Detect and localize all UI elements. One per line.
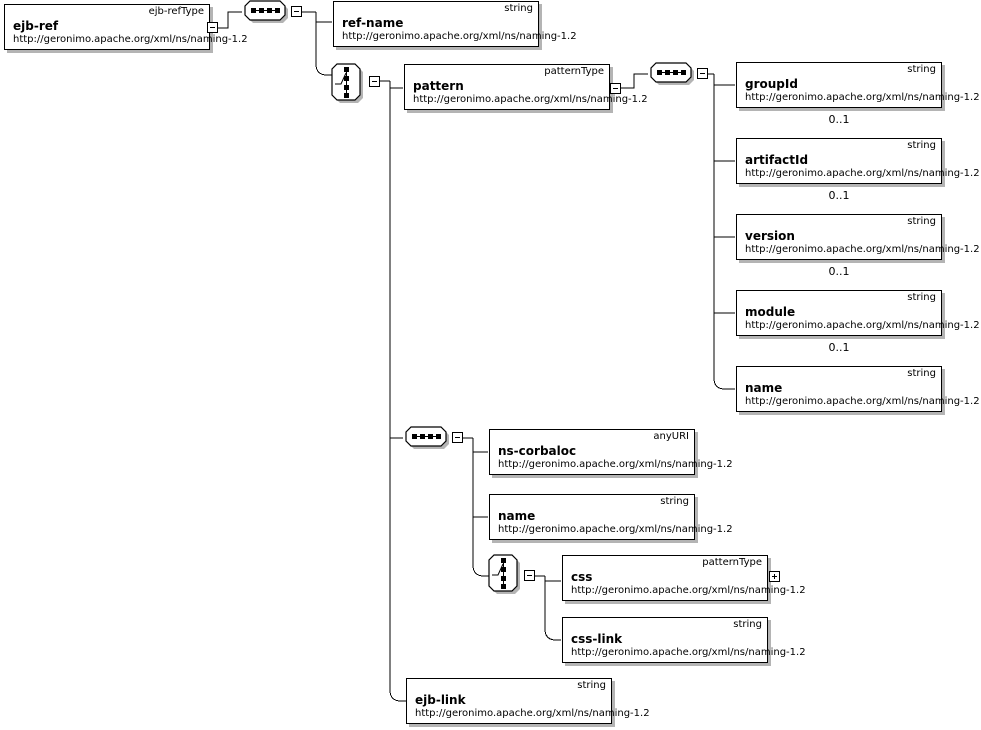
- element-name-label: module: [745, 305, 796, 319]
- element-name-label: name: [498, 509, 536, 523]
- element-type-label: string: [907, 140, 936, 151]
- element-type-label: patternType: [544, 66, 604, 77]
- element-type-label: string: [660, 496, 689, 507]
- minus-expander-sequence-pattern[interactable]: [697, 68, 708, 79]
- sequence-compositor-root[interactable]: [243, 0, 290, 25]
- element-box-ns-corbaloc[interactable]: anyURI ns-corbaloc http://geronimo.apach…: [489, 429, 733, 475]
- element-name-label: version: [745, 229, 795, 243]
- cardinality-version: 0..1: [828, 265, 850, 278]
- element-type-label: anyURI: [653, 431, 689, 442]
- element-namespace-label: http://geronimo.apache.org/xml/ns/naming…: [415, 708, 650, 719]
- cardinality-module: 0..1: [828, 341, 850, 354]
- element-box-css[interactable]: patternType css http://geronimo.apache.o…: [562, 555, 806, 601]
- element-box-ref-name[interactable]: string ref-name http://geronimo.apache.o…: [333, 1, 577, 47]
- choice-compositor-main[interactable]: [331, 62, 364, 105]
- element-namespace-label: http://geronimo.apache.org/xml/ns/naming…: [571, 647, 806, 658]
- element-name-label: ref-name: [342, 16, 404, 30]
- element-box-ejb-link[interactable]: string ejb-link http://geronimo.apache.o…: [406, 678, 650, 724]
- element-name-label: ejb-ref: [13, 19, 59, 33]
- element-type-label: string: [907, 64, 936, 75]
- element-box-css-link[interactable]: string css-link http://geronimo.apache.o…: [562, 617, 806, 663]
- element-name-label: name: [745, 381, 783, 395]
- minus-expander-choice-css[interactable]: [524, 570, 535, 581]
- element-namespace-label: http://geronimo.apache.org/xml/ns/naming…: [745, 396, 980, 407]
- plus-expander-css[interactable]: [769, 571, 780, 582]
- cardinality-groupId: 0..1: [828, 113, 850, 126]
- cardinality-artifactId: 0..1: [828, 189, 850, 202]
- choice-compositor-css[interactable]: [488, 553, 521, 596]
- element-name-label: css-link: [571, 632, 623, 646]
- element-type-label: ejb-refType: [148, 6, 204, 17]
- element-namespace-label: http://geronimo.apache.org/xml/ns/naming…: [745, 92, 980, 103]
- minus-expander-sequence-root[interactable]: [291, 6, 302, 17]
- element-type-label: string: [907, 216, 936, 227]
- element-box-version[interactable]: string version http://geronimo.apache.or…: [736, 214, 980, 260]
- minus-expander-pattern[interactable]: [610, 83, 621, 94]
- element-namespace-label: http://geronimo.apache.org/xml/ns/naming…: [413, 94, 648, 105]
- element-name-label: ejb-link: [415, 693, 466, 707]
- element-type-label: string: [907, 368, 936, 379]
- element-namespace-label: http://geronimo.apache.org/xml/ns/naming…: [498, 459, 733, 470]
- minus-expander-ejb-ref[interactable]: [207, 22, 218, 33]
- element-box-artifactId[interactable]: string artifactId http://geronimo.apache…: [736, 138, 980, 184]
- element-type-label: string: [504, 3, 533, 14]
- element-box-module[interactable]: string module http://geronimo.apache.org…: [736, 290, 980, 336]
- sequence-compositor-pattern[interactable]: [649, 62, 696, 87]
- sequence-compositor-corba[interactable]: [404, 426, 451, 451]
- element-namespace-label: http://geronimo.apache.org/xml/ns/naming…: [498, 524, 733, 535]
- minus-expander-sequence-corba[interactable]: [452, 432, 463, 443]
- element-type-label: string: [733, 619, 762, 630]
- element-box-groupId[interactable]: string groupId http://geronimo.apache.or…: [736, 62, 980, 108]
- element-name-label: pattern: [413, 79, 464, 93]
- element-name-label: artifactId: [745, 153, 809, 167]
- element-namespace-label: http://geronimo.apache.org/xml/ns/naming…: [13, 34, 248, 45]
- element-type-label: patternType: [702, 557, 762, 568]
- element-name-label: ns-corbaloc: [498, 444, 577, 458]
- element-namespace-label: http://geronimo.apache.org/xml/ns/naming…: [745, 168, 980, 179]
- element-type-label: string: [907, 292, 936, 303]
- element-box-ejb-ref[interactable]: ejb-refType ejb-ref http://geronimo.apac…: [4, 4, 248, 50]
- minus-expander-choice-main[interactable]: [369, 76, 380, 87]
- element-box-name-corba[interactable]: string name http://geronimo.apache.org/x…: [489, 494, 733, 540]
- element-box-name-pattern[interactable]: string name http://geronimo.apache.org/x…: [736, 366, 980, 412]
- element-namespace-label: http://geronimo.apache.org/xml/ns/naming…: [342, 31, 577, 42]
- element-namespace-label: http://geronimo.apache.org/xml/ns/naming…: [745, 320, 980, 331]
- element-type-label: string: [577, 680, 606, 691]
- element-namespace-label: http://geronimo.apache.org/xml/ns/naming…: [745, 244, 980, 255]
- element-name-label: css: [571, 570, 593, 584]
- element-name-label: groupId: [745, 77, 798, 91]
- element-namespace-label: http://geronimo.apache.org/xml/ns/naming…: [571, 585, 806, 596]
- element-box-pattern[interactable]: patternType pattern http://geronimo.apac…: [404, 64, 648, 110]
